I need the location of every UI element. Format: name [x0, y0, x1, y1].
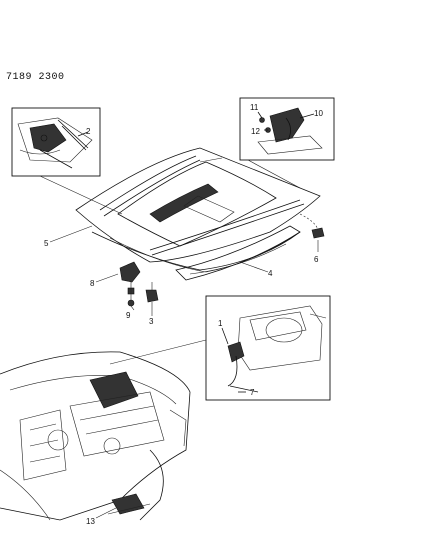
leader-line — [39, 175, 123, 215]
leader-line — [199, 157, 223, 163]
callout-12: 12 — [251, 127, 260, 136]
callout-3: 3 — [149, 317, 154, 326]
inset-hinge-detail: 2 — [11, 107, 101, 177]
hood-latch-parts — [119, 261, 159, 307]
hood-panel — [75, 147, 321, 275]
callout-8: 8 — [90, 279, 95, 288]
leader-line — [109, 339, 207, 365]
inset-latch-detail: 11 12 10 — [239, 97, 335, 161]
leader-line — [95, 507, 117, 519]
callout-9: 9 — [126, 311, 131, 320]
leader-line — [130, 305, 135, 311]
leader-line — [95, 273, 119, 283]
engine-compartment-view — [0, 351, 191, 521]
hood-bumper — [299, 213, 325, 239]
inset-release-cable-detail: 1 7 — [205, 295, 331, 401]
callout-5: 5 — [44, 239, 49, 248]
callout-2: 2 — [86, 127, 91, 136]
callout-6: 6 — [314, 255, 319, 264]
callout-13: 13 — [86, 517, 95, 526]
callout-7: 7 — [250, 388, 255, 397]
diagram-code: 7189 2300 — [6, 72, 65, 83]
hood-insulator — [175, 225, 301, 281]
leader-line — [49, 225, 93, 243]
callout-10: 10 — [314, 109, 323, 118]
callout-1: 1 — [218, 319, 223, 328]
callout-11: 11 — [250, 103, 259, 112]
leader-line — [247, 159, 301, 189]
leader-line — [239, 261, 269, 273]
callout-4: 4 — [268, 269, 273, 278]
